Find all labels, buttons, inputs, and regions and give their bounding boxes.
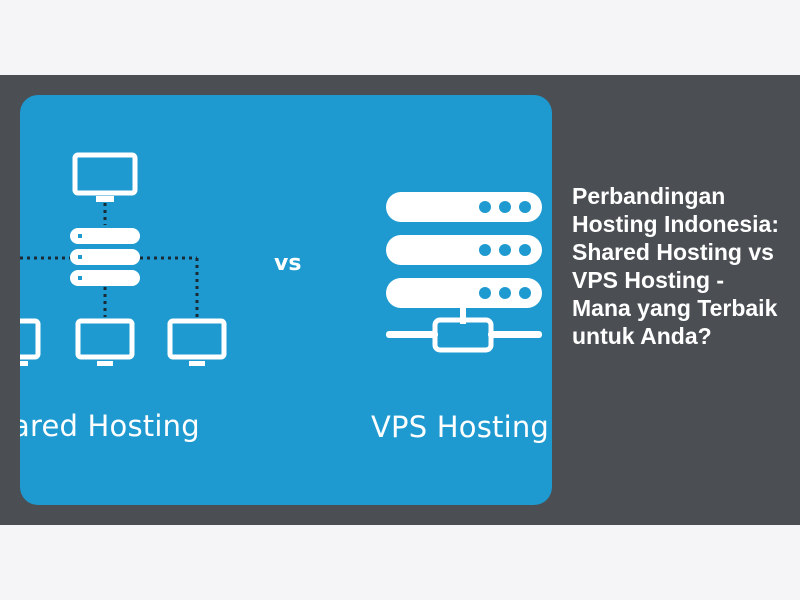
monitor-icon — [20, 318, 41, 366]
featured-image[interactable]: ared Hosting vs VPS Hosting — [20, 95, 552, 505]
versus-label: vs — [274, 251, 302, 276]
post-title[interactable]: Perbandingan Hosting Indonesia: Shared H… — [572, 183, 779, 349]
shared-hosting-label: ared Hosting — [20, 409, 200, 443]
featured-post-band: ared Hosting vs VPS Hosting Perbandingan… — [0, 75, 800, 525]
network-lines — [20, 203, 199, 317]
server-rack-icon — [386, 192, 542, 353]
monitor-icon — [167, 318, 227, 366]
monitor-icon — [75, 318, 135, 366]
monitor-icon — [72, 152, 138, 202]
vps-hosting-label: VPS Hosting — [371, 410, 550, 444]
hosting-illustration — [20, 152, 542, 366]
server-stack-icon — [70, 228, 140, 286]
